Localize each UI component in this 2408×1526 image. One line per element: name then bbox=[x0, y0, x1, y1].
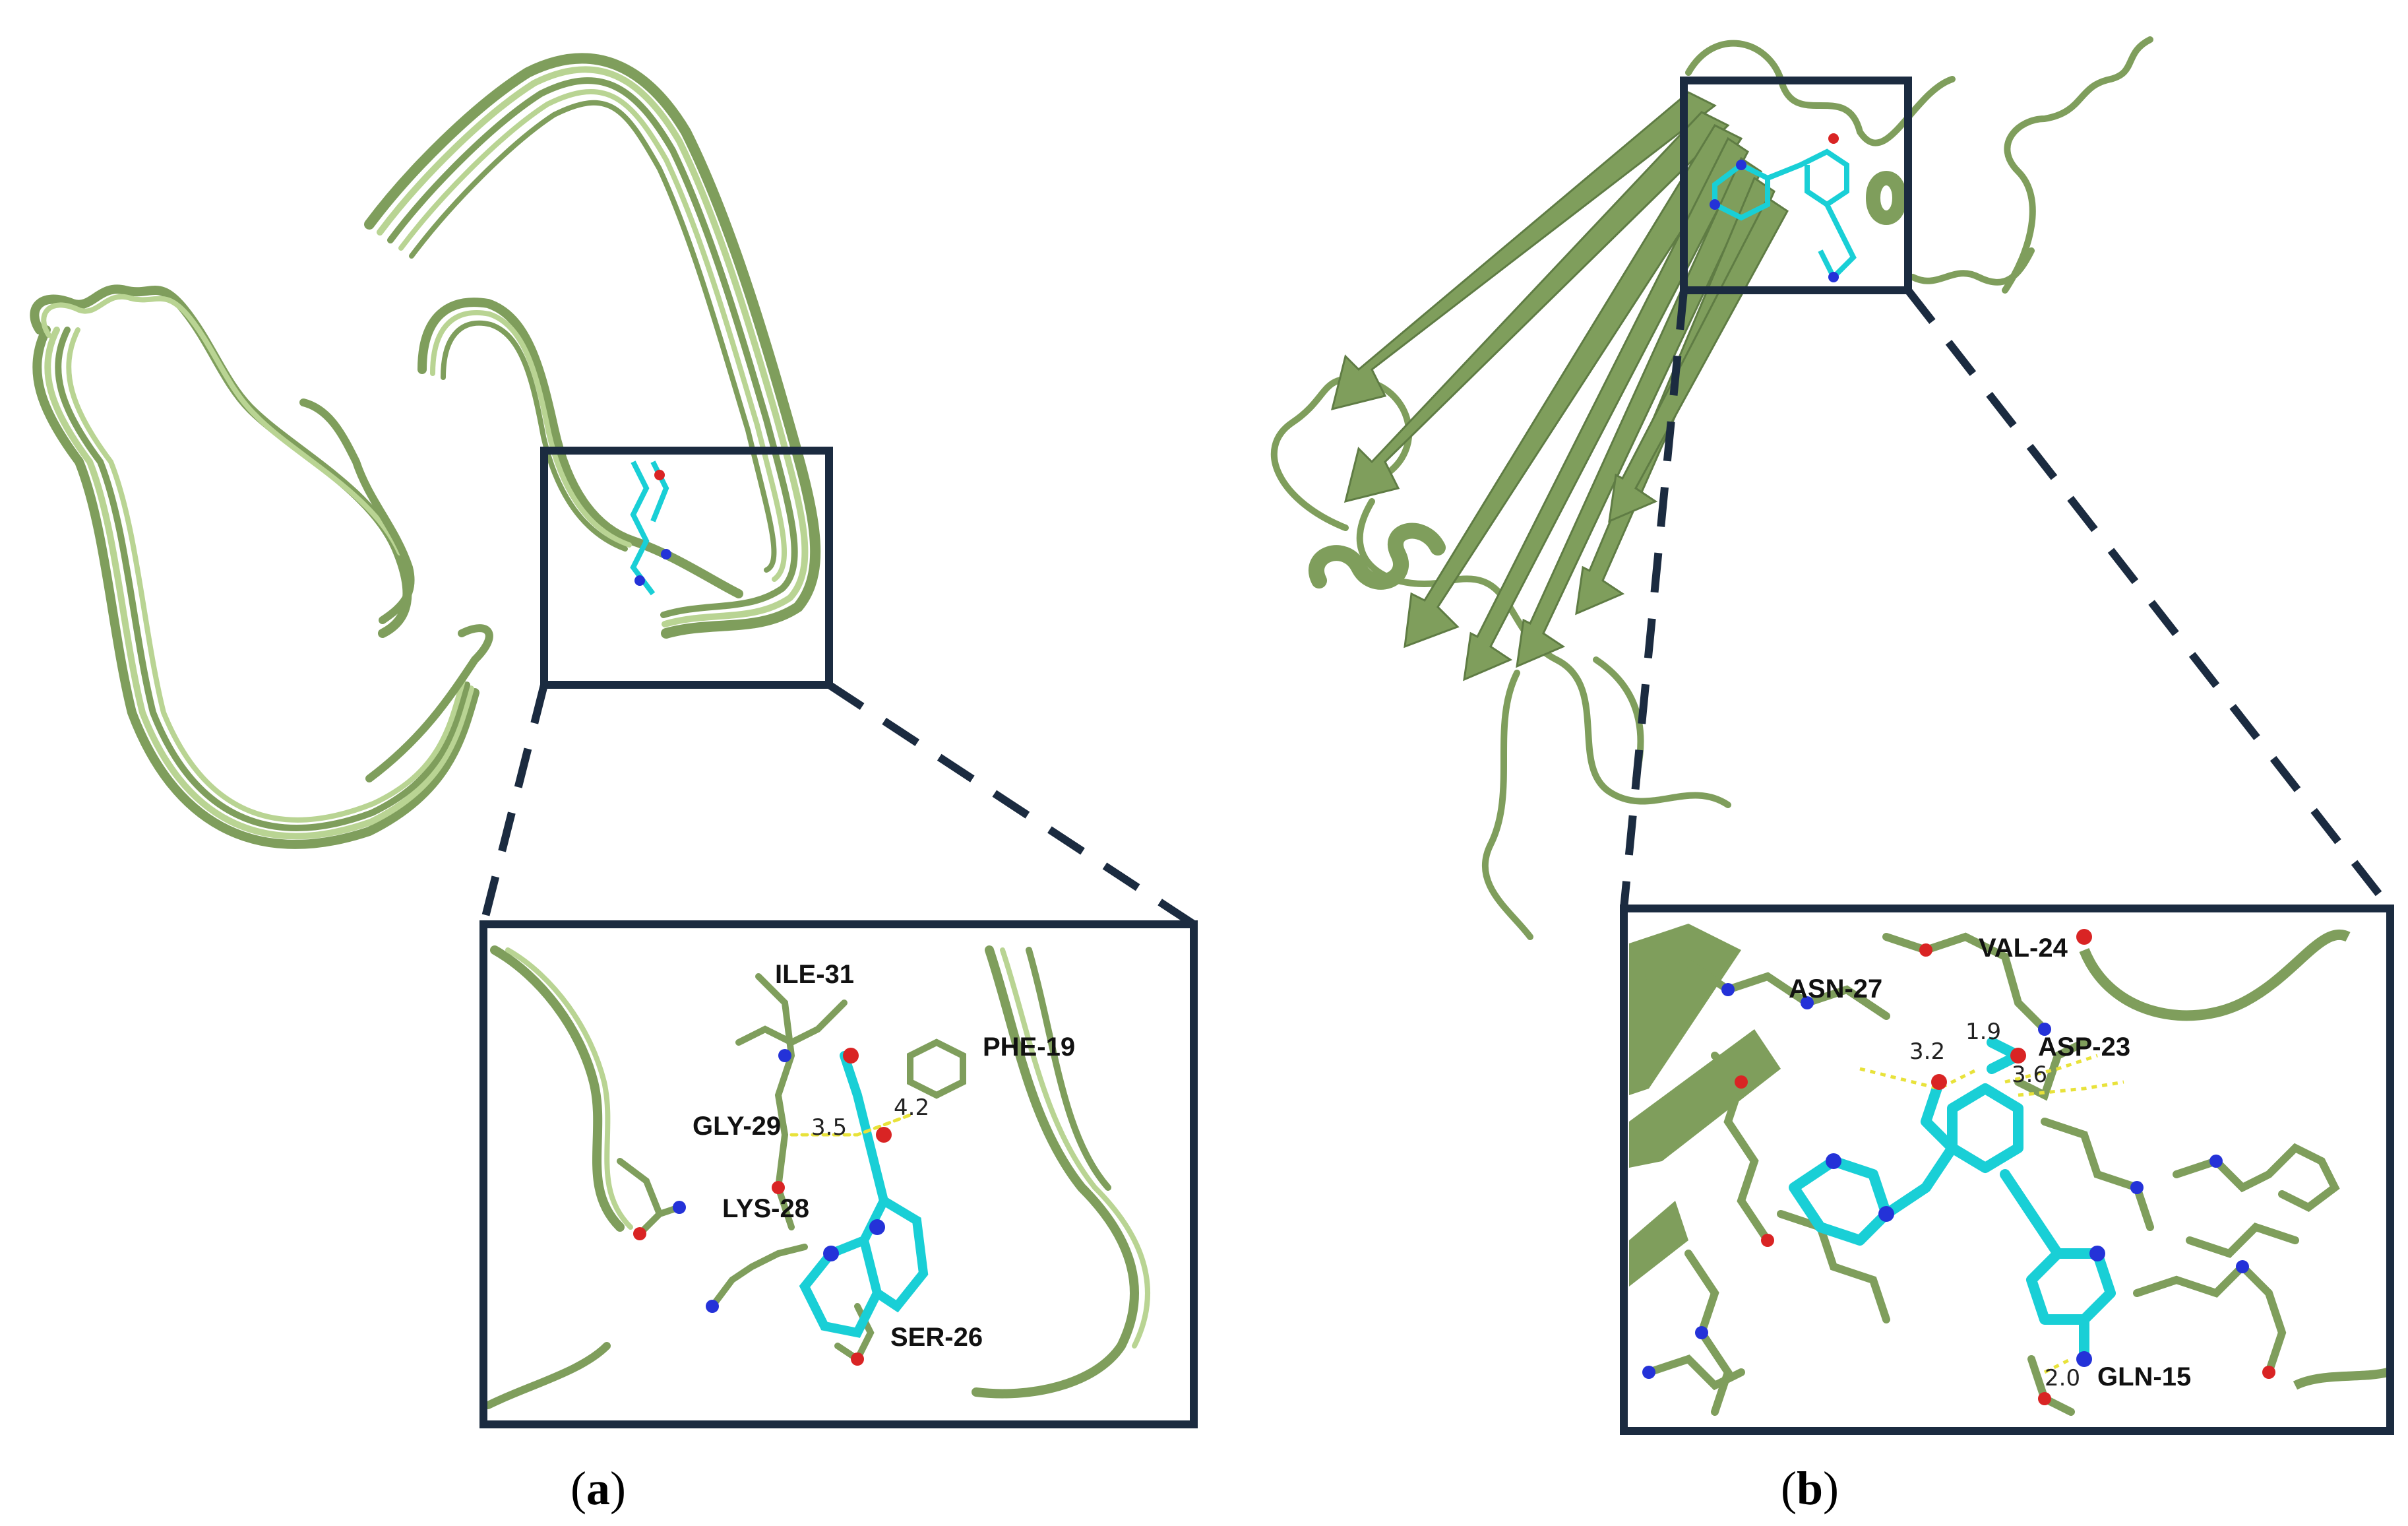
panel-a-zoom-inset bbox=[483, 924, 1194, 1424]
panel-b-zoom-inset bbox=[1624, 908, 2390, 1431]
panel-a-residue-phe19: PHE-19 bbox=[983, 1033, 1075, 1062]
panel-b-residue-gln15: GLN-15 bbox=[2097, 1362, 2191, 1391]
panel-a-zoom-box-large bbox=[479, 920, 1198, 1428]
panel-b-residue-val24: VAL-24 bbox=[1979, 934, 2068, 963]
panel-a-residue-gly29: GLY-29 bbox=[693, 1112, 781, 1141]
panel-a-residue-ile31: ILE-31 bbox=[775, 960, 854, 989]
panel-b-distance-3: 3.6 bbox=[2012, 1062, 2047, 1088]
panel-b-dash-left bbox=[1620, 290, 1688, 909]
panel-a-dash-right bbox=[826, 681, 1196, 928]
panel-b-ligand-overview bbox=[1710, 133, 1857, 282]
panel-b-residue-asp23: ASP-23 bbox=[2038, 1033, 2130, 1062]
panel-b-overview-ribbon bbox=[1270, 36, 2153, 940]
panel-b-dash-right bbox=[1905, 288, 2393, 911]
panel-b-residue-asn27: ASN-27 bbox=[1789, 974, 1882, 1003]
panel-b-label: (b) bbox=[1781, 1462, 1839, 1515]
panel-a-zoom-box-small bbox=[540, 447, 833, 689]
panel-a-ligand-overview bbox=[630, 461, 671, 596]
panel-b-zoom-box-small bbox=[1680, 77, 1912, 294]
panel-a-distance-1: 3.5 bbox=[811, 1114, 847, 1141]
panel-a-residue-ser26: SER-26 bbox=[890, 1323, 983, 1352]
panel-b-distance-1: 1.9 bbox=[1965, 1019, 2001, 1045]
panel-a-dash-left bbox=[479, 684, 548, 926]
panel-b-distance-4: 2.0 bbox=[2045, 1365, 2080, 1391]
panel-a-residue-lys28: LYS-28 bbox=[722, 1194, 809, 1223]
panel-b-zoom-box-large bbox=[1620, 905, 2394, 1435]
panel-a-distance-2: 4.2 bbox=[894, 1095, 929, 1121]
panel-b-distance-2: 3.2 bbox=[1909, 1038, 1945, 1065]
panel-a-label: (a) bbox=[571, 1462, 626, 1515]
